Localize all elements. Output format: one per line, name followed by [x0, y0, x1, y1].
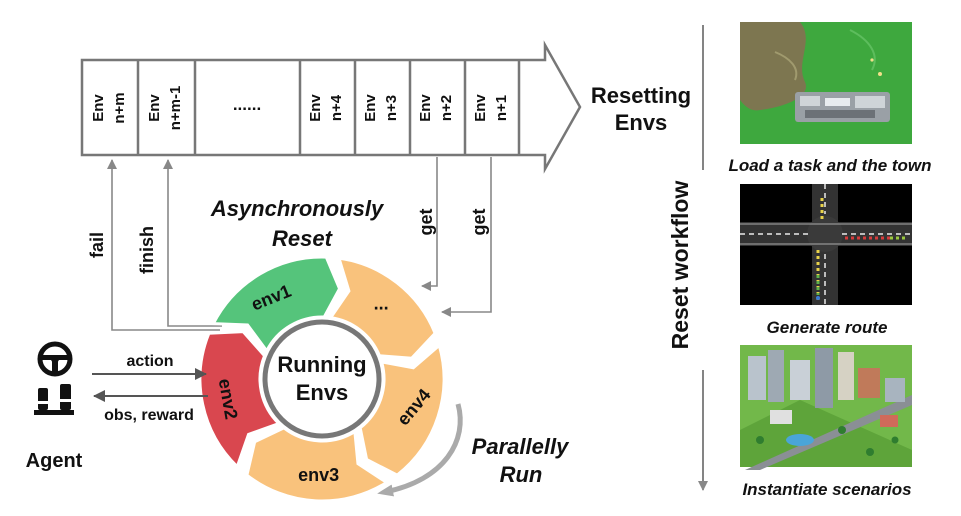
fail-connector [107, 159, 220, 331]
resetting-envs-label-2: Envs [615, 110, 668, 135]
ring-segment-env2 [198, 330, 282, 470]
ring-segment-ellipsis [328, 256, 437, 360]
queue-cell-5-top: Env [362, 94, 379, 122]
reset-workflow-title: Reset workflow [667, 181, 693, 350]
queue-cell-2-bottom: n+m-1 [167, 86, 184, 131]
queue-cell-4-bottom: n+4 [328, 94, 345, 121]
get-label-right: get [469, 208, 489, 235]
ring-segment-ellipsis-label: ... [374, 293, 389, 313]
action-label: action [126, 353, 173, 370]
queue-cell-1-top: Env [90, 94, 107, 122]
resetting-envs-label-1: Resetting [591, 83, 691, 108]
city-scenario-image [740, 345, 912, 470]
route-intersection-image [740, 184, 912, 305]
workflow-step-1-caption: Load a task and the town [728, 156, 931, 175]
finish-connector [163, 159, 222, 327]
ring-center-label-2: Envs [296, 380, 349, 405]
queue-cell-4-top: Env [307, 94, 324, 122]
reset-queue: Env n+m Env n+m-1 ...... Env n+4 Env n+3… [80, 40, 582, 174]
queue-cell-1-bottom: n+m [111, 92, 128, 123]
parallel-run-arrow [377, 403, 463, 497]
queue-cell-6-bottom: n+2 [438, 95, 455, 121]
get-label-left: get [416, 208, 436, 235]
ring-segment-env3 [245, 426, 390, 503]
agent-label: Agent [26, 450, 83, 472]
queue-cell-7-top: Env [472, 94, 489, 122]
async-reset-label-2: Reset [272, 226, 334, 251]
ring-segment-env4 [358, 342, 446, 477]
town-map-image [740, 22, 912, 144]
ring-center-label-1: Running [277, 352, 366, 377]
queue-cell-7-bottom: n+1 [493, 95, 510, 121]
queue-dots: ...... [233, 95, 261, 114]
get-connector-right [441, 157, 492, 317]
ring-segment-env3-label: env3 [298, 465, 339, 485]
finish-label: finish [137, 226, 157, 274]
queue-cell-5-bottom: n+3 [383, 95, 400, 121]
ring-segment-env1 [210, 255, 342, 354]
queue-arrow-outline [80, 40, 582, 174]
async-reset-label-1: Asynchronously [210, 196, 385, 221]
ring-center-circle [262, 319, 382, 439]
parallel-run-label-2: Run [500, 462, 543, 487]
obs-reward-label: obs, reward [104, 407, 194, 424]
queue-cell-2-top: Env [146, 94, 163, 122]
workflow-step-2-caption: Generate route [767, 318, 888, 337]
fail-label: fail [87, 232, 107, 258]
queue-cell-6-top: Env [417, 94, 434, 122]
steering-wheel-icon [37, 341, 73, 377]
get-connector-left [421, 157, 438, 291]
parallel-run-label-1: Parallelly [472, 434, 570, 459]
pedals-icon [34, 384, 74, 415]
workflow-step-3-caption: Instantiate scenarios [742, 480, 911, 499]
